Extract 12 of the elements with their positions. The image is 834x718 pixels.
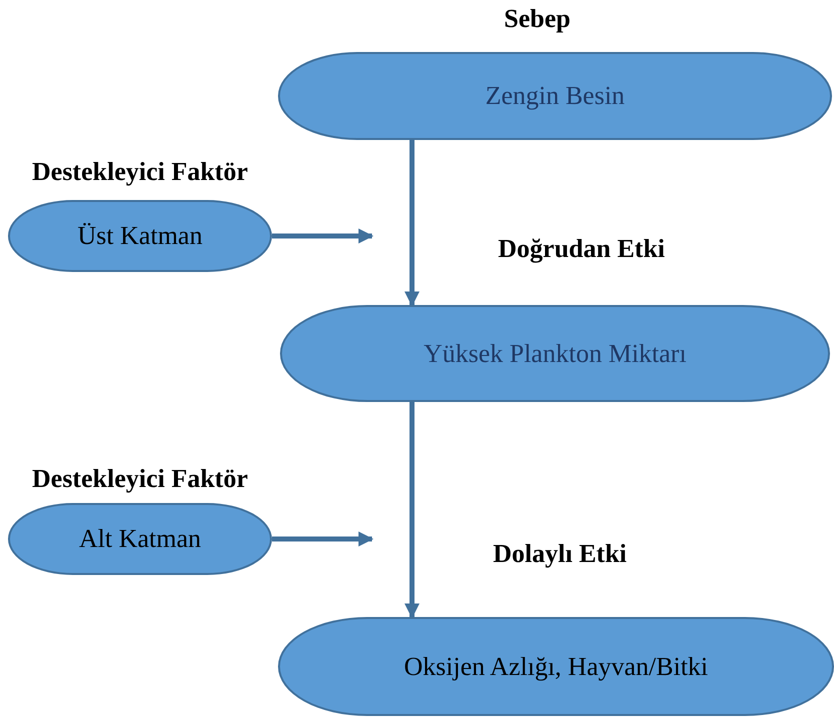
arrow — [272, 532, 374, 546]
arrow — [404, 140, 420, 306]
arrow — [404, 402, 420, 618]
heading: Destekleyici Faktör — [32, 157, 248, 187]
node-text: Zengin Besin — [485, 81, 625, 111]
node-text: Alt Katman — [78, 524, 202, 554]
heading: Sebep — [504, 4, 570, 34]
node-text: Yüksek Plankton Miktarı — [424, 338, 686, 368]
node-text: Oksijen Azlığı, Hayvan/Bitki — [404, 652, 708, 682]
heading: Destekleyici Faktör — [32, 464, 248, 494]
arrow — [272, 228, 374, 244]
node-text: Üst Katman — [78, 221, 202, 251]
